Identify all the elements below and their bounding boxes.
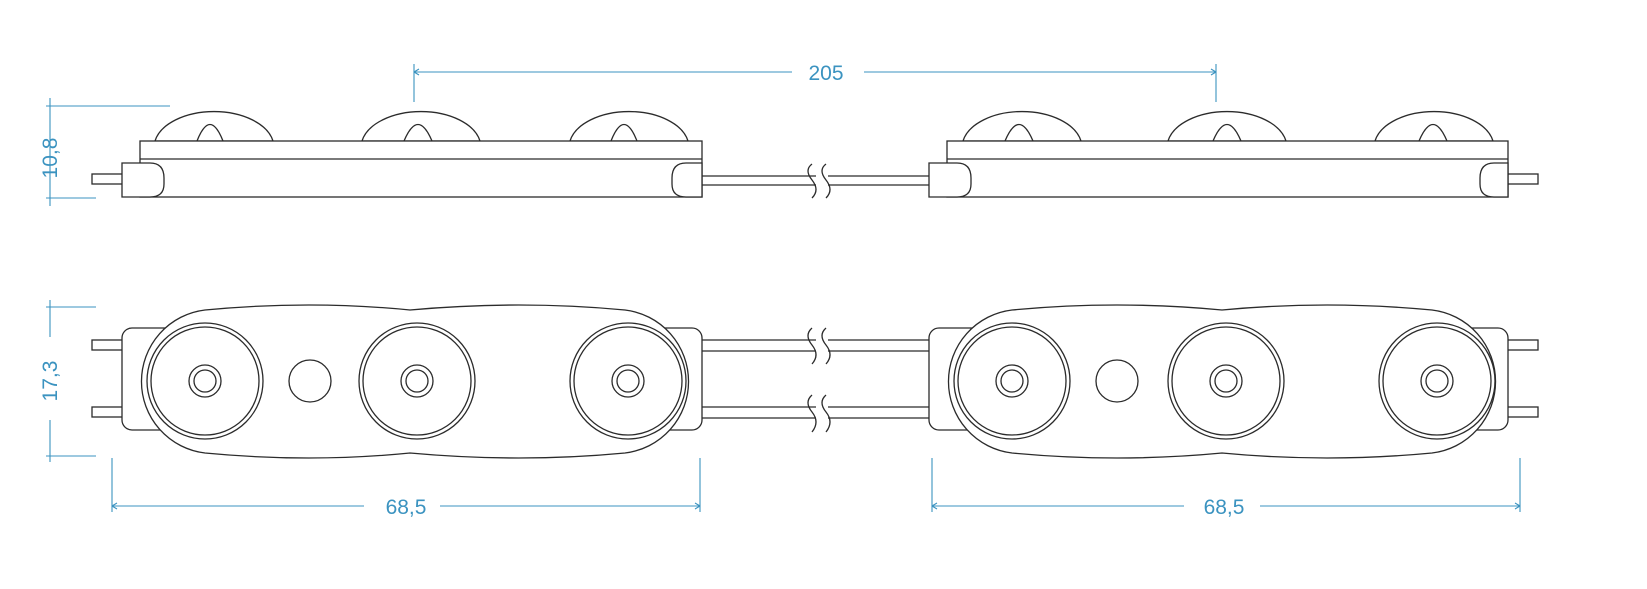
led-lens-4 xyxy=(953,322,1071,440)
dimension-module-length-left: 68,5 xyxy=(111,458,701,519)
dimension-module-length-right: 68,5 xyxy=(931,458,1521,519)
side-view-cable xyxy=(702,163,929,199)
led-lens-1 xyxy=(146,322,264,440)
mounting-hole-right xyxy=(1095,359,1139,403)
top-view-cables xyxy=(702,327,929,433)
top-view-module-left xyxy=(91,304,703,459)
dimension-module-length-right-label: 68,5 xyxy=(1204,496,1245,519)
mounting-hole-left xyxy=(288,359,332,403)
side-view xyxy=(91,110,1539,199)
dimension-pitch-label: 205 xyxy=(808,62,843,85)
led-lens-6 xyxy=(1378,322,1496,440)
led-lens-2 xyxy=(358,322,476,440)
dimension-module-length-left-label: 68,5 xyxy=(386,496,427,519)
dimension-top-height: 17,3 xyxy=(39,300,96,462)
dimension-side-height: 10,8 xyxy=(39,98,170,206)
side-view-module-right xyxy=(928,110,1539,198)
side-view-module-left xyxy=(91,110,703,198)
led-lens-3 xyxy=(569,322,687,440)
top-view-module-right xyxy=(928,304,1539,459)
dimension-top-height-label: 17,3 xyxy=(39,361,62,402)
dimension-pitch: 205 xyxy=(413,62,1217,102)
led-lens-5 xyxy=(1167,322,1285,440)
top-view xyxy=(91,304,1539,459)
dimension-side-height-label: 10,8 xyxy=(39,138,62,179)
